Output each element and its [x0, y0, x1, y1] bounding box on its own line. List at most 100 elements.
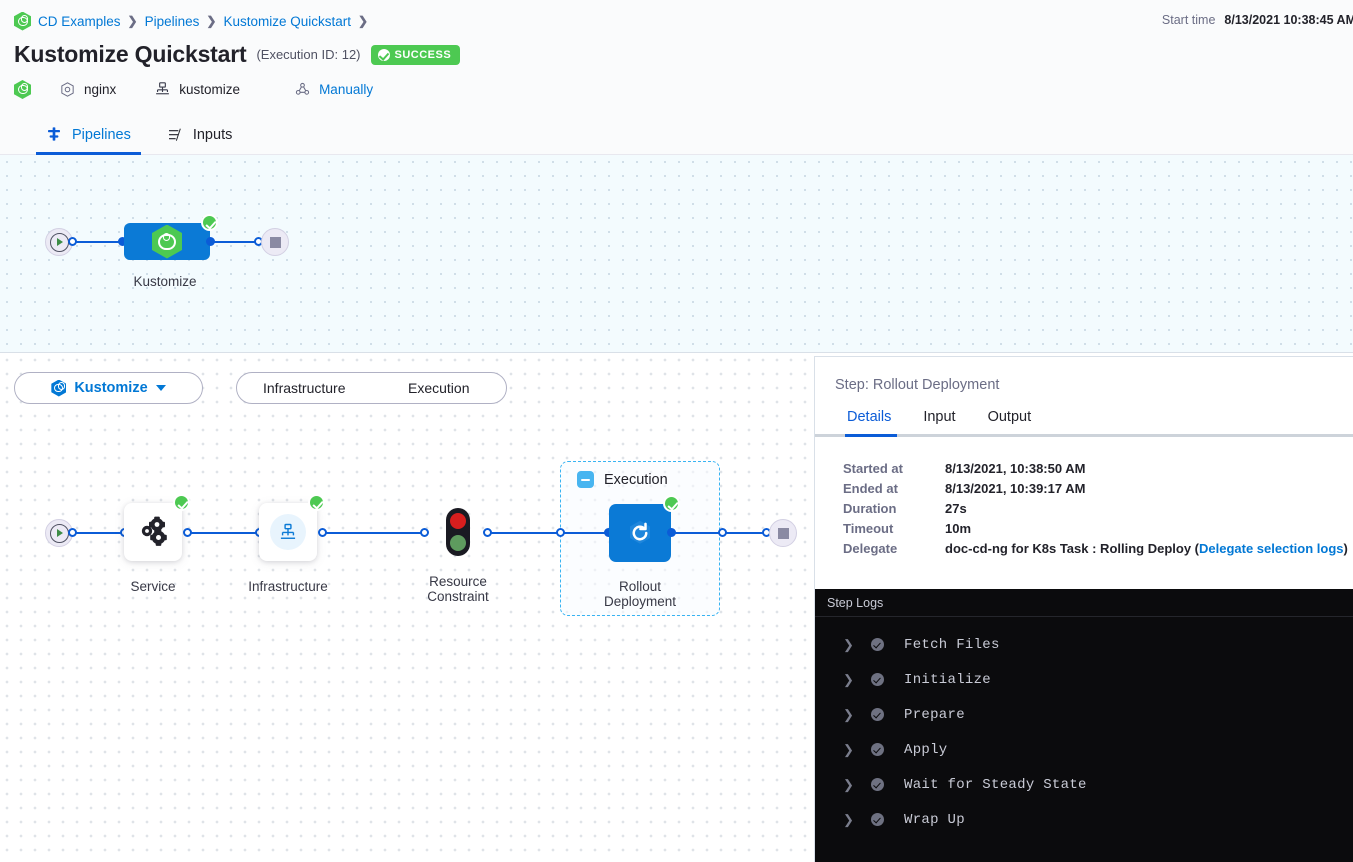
status-check-icon: [871, 673, 884, 686]
chevron-right-icon[interactable]: ❯: [843, 776, 854, 792]
chevron-right-icon[interactable]: ❯: [843, 636, 854, 652]
page-header: CD Examples ❯ Pipelines ❯ Kustomize Quic…: [0, 0, 1353, 113]
log-row[interactable]: ❯ Fetch Files: [815, 627, 1353, 662]
detail-value: 8/13/2021, 10:38:50 AM: [945, 461, 1086, 476]
step-logs-title: Step Logs: [815, 589, 1353, 617]
tab-pipelines-label: Pipelines: [72, 126, 131, 143]
infrastructure-icon: [270, 514, 306, 550]
graph-end-node[interactable]: [261, 228, 289, 256]
execution-group-title: Execution: [604, 471, 668, 488]
toggle-segment-execution[interactable]: Execution: [408, 380, 470, 396]
log-row[interactable]: ❯ Prepare: [815, 697, 1353, 732]
meta-service-label: nginx: [84, 82, 117, 97]
detail-key: Ended at: [843, 481, 898, 496]
tab-output[interactable]: Output: [987, 409, 1032, 425]
step-details-tabs: Details Input Output: [815, 409, 1353, 437]
detail-value: 10m: [945, 521, 972, 536]
log-row[interactable]: ❯ Initialize: [815, 662, 1353, 697]
harness-hex-icon: [152, 224, 182, 259]
pipeline-icon: [46, 126, 63, 143]
execution-id: (Execution ID: 12): [256, 47, 361, 62]
log-row[interactable]: ❯ Wrap Up: [815, 802, 1353, 837]
detail-key: Duration: [843, 501, 897, 516]
status-check-icon: [201, 214, 218, 231]
log-label: Prepare: [904, 706, 965, 723]
trigger-icon: [294, 81, 311, 98]
tab-pipelines[interactable]: Pipelines: [28, 126, 149, 155]
step-node-service[interactable]: [124, 494, 190, 561]
breadcrumb-item-pipelines[interactable]: Pipelines: [144, 13, 200, 29]
status-check-icon: [871, 743, 884, 756]
detail-row-delegate: Delegate doc-cd-ng for K8s Task : Rollin…: [843, 539, 1353, 559]
tab-details[interactable]: Details: [835, 409, 907, 437]
collapse-minus-icon[interactable]: [577, 471, 594, 488]
step-logs-section: Step Logs ❯ Fetch Files ❯ Initialize ❯ P…: [815, 589, 1353, 862]
edge-port: [556, 528, 565, 537]
tab-inputs[interactable]: Inputs: [149, 126, 251, 154]
edge-line: [76, 241, 122, 243]
chevron-right-icon: ❯: [206, 14, 217, 28]
stop-icon: [777, 527, 789, 539]
log-label: Apply: [904, 741, 948, 758]
step-details-panel: Step: Rollout Deployment Details Input O…: [814, 356, 1353, 862]
start-time: Start time 8/13/2021 10:38:45 AM: [1162, 13, 1353, 27]
meta-item-service: nginx: [59, 81, 116, 98]
pipeline-canvas-top[interactable]: Kustomize: [0, 155, 1353, 353]
gears-icon: [141, 516, 167, 546]
step-node-infrastructure-label: Infrastructure: [248, 579, 328, 594]
execution-group-header: Execution: [577, 471, 668, 488]
status-check-icon: [871, 708, 884, 721]
chevron-right-icon: ❯: [127, 14, 138, 28]
step-node-rollout-deployment[interactable]: [609, 495, 680, 562]
status-check-icon: [871, 778, 884, 791]
graph-end-node[interactable]: [769, 519, 797, 547]
stage-node-label: Kustomize: [133, 274, 197, 289]
chevron-down-icon: [155, 385, 166, 391]
meta-item-project: [14, 80, 31, 99]
edge-line: [211, 241, 258, 243]
detail-row: Duration 27s: [843, 499, 1353, 519]
log-row[interactable]: ❯ Wait for Steady State: [815, 767, 1353, 802]
log-label: Fetch Files: [904, 636, 1000, 653]
log-label: Wait for Steady State: [904, 776, 1087, 793]
chevron-right-icon[interactable]: ❯: [843, 741, 854, 757]
stage-selector-dropdown[interactable]: Kustomize: [14, 372, 203, 404]
log-label: Initialize: [904, 671, 992, 688]
edge-line: [490, 532, 620, 534]
breadcrumb: CD Examples ❯ Pipelines ❯ Kustomize Quic…: [14, 10, 1353, 32]
step-logs-list: ❯ Fetch Files ❯ Initialize ❯ Prepare ❯: [815, 617, 1353, 837]
chevron-right-icon[interactable]: ❯: [843, 811, 854, 827]
tab-input[interactable]: Input: [923, 409, 956, 425]
stage-node-kustomize[interactable]: [124, 214, 218, 260]
log-row[interactable]: ❯ Apply: [815, 732, 1353, 767]
status-badge-label: SUCCESS: [394, 48, 452, 61]
chevron-right-icon[interactable]: ❯: [843, 671, 854, 687]
harness-hex-icon: [14, 80, 31, 99]
step-details-title: Step: Rollout Deployment: [835, 377, 1000, 393]
toggle-segment-infrastructure[interactable]: Infrastructure: [263, 380, 346, 396]
breadcrumb-item-kustomize-quickstart[interactable]: Kustomize Quickstart: [223, 13, 351, 29]
title-row: Kustomize Quickstart (Execution ID: 12) …: [14, 41, 1353, 68]
step-node-resource-constraint[interactable]: [446, 508, 470, 556]
page-title: Kustomize Quickstart: [14, 41, 247, 67]
breadcrumb-item-cd-examples[interactable]: CD Examples: [38, 13, 121, 29]
detail-value: 8/13/2021, 10:39:17 AM: [945, 481, 1086, 496]
chevron-right-icon[interactable]: ❯: [843, 706, 854, 722]
meta-item-trigger[interactable]: Manually: [294, 81, 373, 98]
view-toggle[interactable]: Infrastructure Execution: [236, 372, 507, 404]
traffic-light-green: [450, 534, 466, 551]
service-icon: [59, 81, 76, 98]
main-tabs: Pipelines Inputs: [0, 113, 1353, 155]
status-check-icon: [871, 813, 884, 826]
step-node-infrastructure[interactable]: [259, 494, 325, 561]
meta-infra-label: kustomize: [179, 82, 241, 97]
edge-line: [76, 532, 126, 534]
start-time-value: 8/13/2021 10:38:45 AM: [1224, 13, 1353, 27]
status-check-icon: [871, 638, 884, 651]
delegate-selection-logs-link[interactable]: Delegate selection logs: [1199, 541, 1344, 556]
chevron-right-icon: ❯: [358, 14, 369, 28]
detail-value: doc-cd-ng for K8s Task : Rolling Deploy …: [945, 541, 1199, 556]
